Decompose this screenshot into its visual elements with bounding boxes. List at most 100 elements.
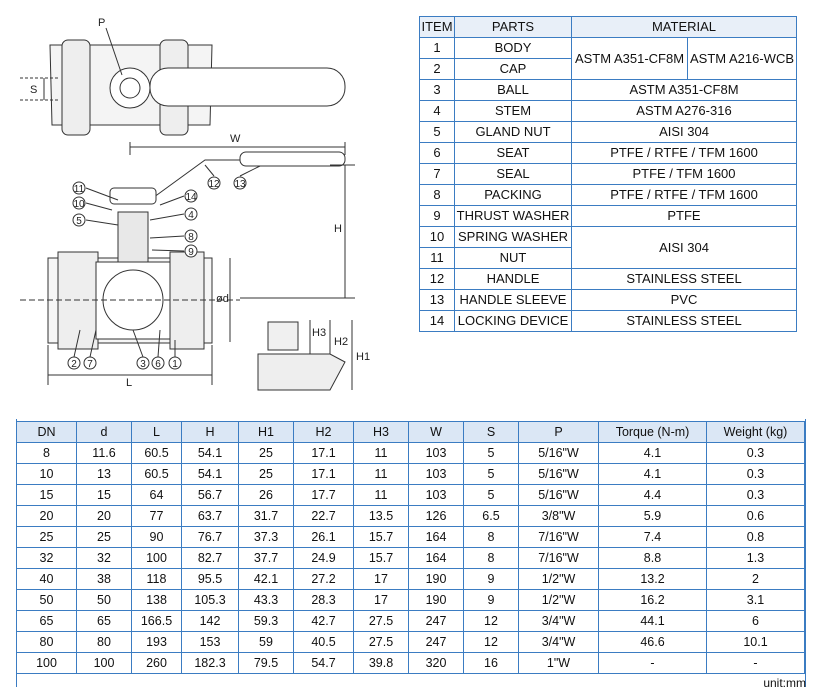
dimension-cell: 54.1 [181,442,239,464]
dimension-cell: 82.7 [181,547,239,569]
dimension-cell: 17.1 [293,442,354,464]
dim-label-s: S [30,84,37,96]
dimension-cell: 182.3 [181,652,239,674]
dimension-cell: 37.7 [238,547,294,569]
parts-row: 2 CAP [419,58,797,80]
dimension-cell: 9 [463,568,519,590]
dimension-cell: 103 [408,484,464,506]
dimension-cell: 63.7 [181,505,239,527]
dimension-cell: 1/2"W [518,589,599,611]
dimension-cell: 40.5 [293,631,354,653]
parts-material: ASTM A276-316 [571,100,797,122]
dimension-cell: 25 [238,442,294,464]
dimension-cell: 42.7 [293,610,354,632]
dimension-cell: 1.3 [706,547,805,569]
parts-row: 14 LOCKING DEVICE STAINLESS STEEL [419,310,797,332]
dimension-cell: 15 [76,484,132,506]
parts-item: 7 [419,163,455,185]
dimension-cell: 32 [76,547,132,569]
dimension-cell: 11.6 [76,442,132,464]
dimension-cell: 32 [16,547,77,569]
parts-item: 1 [419,37,455,59]
parts-row: 5 GLAND NUT AISI 304 [419,121,797,143]
dimension-header-h2: H2 [293,421,354,443]
dimension-cell: 15.7 [353,547,409,569]
dimension-cell: 90 [131,526,182,548]
parts-name: NUT [454,247,572,269]
dimension-cell: 166.5 [131,610,182,632]
dimension-cell: 77 [131,505,182,527]
parts-item: 12 [419,268,455,290]
dimension-cell: 138 [131,589,182,611]
dimension-cell: 24.9 [293,547,354,569]
callout-5: 5 [76,216,82,227]
parts-material: ASTM A351-CF8M [571,79,797,101]
parts-name: SEAT [454,142,572,164]
parts-name: SPRING WASHER [454,226,572,248]
dimension-cell: 6.5 [463,505,519,527]
dimension-cell: 54.7 [293,652,354,674]
dimension-cell: 79.5 [238,652,294,674]
dimension-cell: 6 [706,610,805,632]
dimension-cell: 5/16"W [518,463,599,485]
dimension-cell: 5/16"W [518,484,599,506]
dimension-cell: 260 [131,652,182,674]
dimension-header-h: H [181,421,239,443]
parts-header-item: ITEM [419,16,455,38]
dimension-header-torque: Torque (N-m) [598,421,707,443]
dimension-cell: 25 [76,526,132,548]
dimension-cell: 11 [353,442,409,464]
parts-header-material: MATERIAL [571,16,797,38]
dimension-cell: 25 [238,463,294,485]
dimension-cell: 46.6 [598,631,707,653]
valve-drawing-svg: P S W H L ød H1 H2 H3 11 10 5 14 4 8 9 2… [20,17,370,391]
dimension-cell: 15 [16,484,77,506]
dimension-cell: 1"W [518,652,599,674]
dimension-cell: 76.7 [181,526,239,548]
callout-9: 9 [188,247,194,258]
parts-item: 3 [419,79,455,101]
parts-name: GLAND NUT [454,121,572,143]
dimension-cell: 4.1 [598,463,707,485]
parts-item: 6 [419,142,455,164]
callout-10: 10 [73,199,85,210]
parts-row: 7 SEAL PTFE / TFM 1600 [419,163,797,185]
dim-label-h2: H2 [334,336,348,348]
dimension-cell: 17.7 [293,484,354,506]
dimension-cell: 0.8 [706,526,805,548]
dimension-cell: 20 [76,505,132,527]
parts-row: 9 THRUST WASHER PTFE [419,205,797,227]
dimension-header-dn: DN [16,421,77,443]
dimension-cell: 8.8 [598,547,707,569]
parts-name: LOCKING DEVICE [454,310,572,332]
dimension-cell: 65 [16,610,77,632]
dimension-cell: 27.2 [293,568,354,590]
dimension-cell: 12 [463,631,519,653]
dimension-cell: 5/16"W [518,442,599,464]
parts-material: PTFE [571,205,797,227]
dimension-cell: 105.3 [181,589,239,611]
parts-table: ITEM PARTS MATERIAL 1 BODY ASTM A351-CF8… [419,16,797,332]
dimension-cell: 13 [76,463,132,485]
dimension-cell: 43.3 [238,589,294,611]
dimension-cell: 38 [76,568,132,590]
dimension-cell: 103 [408,463,464,485]
parts-name: CAP [454,58,572,80]
dimension-cell: 118 [131,568,182,590]
dimension-cell: 39.8 [353,652,409,674]
dimension-cell: 60.5 [131,463,182,485]
parts-item: 2 [419,58,455,80]
dimension-cell: 7.4 [598,526,707,548]
dimension-cell: 8 [463,526,519,548]
dimension-cell: 1/2"W [518,568,599,590]
parts-material: PVC [571,289,797,311]
parts-material: AISI 304 [571,121,797,143]
dimension-header-w: W [408,421,464,443]
dimension-cell: 2 [706,568,805,590]
parts-item: 13 [419,289,455,311]
dimension-cell: 3/4"W [518,610,599,632]
